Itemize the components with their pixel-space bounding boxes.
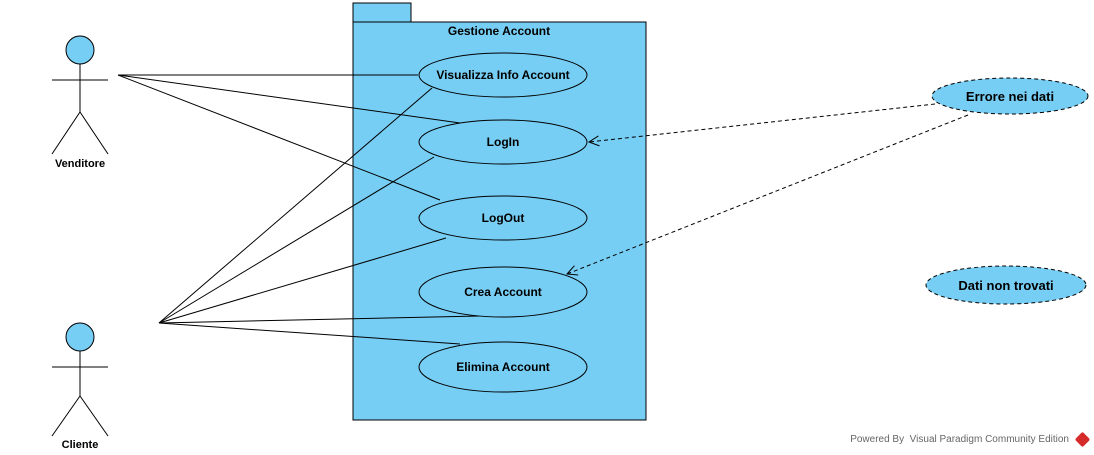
usecase-visualizza-info-account[interactable]: Visualizza Info Account [418,52,588,98]
usecase-label: Errore nei dati [966,89,1054,104]
association-cliente-visualizza[interactable] [158,87,433,324]
association-cliente-logout[interactable] [158,237,447,324]
actor-label: Venditore [55,158,105,170]
dependency-lines [567,103,969,274]
usecase-errore-nei-dati[interactable]: Errore nei dati [931,77,1089,115]
dependency-errore-crea[interactable] [567,114,969,274]
usecase-logout[interactable]: LogOut [418,195,588,241]
package-tab [352,2,412,23]
usecase-label: Dati non trovati [958,278,1053,293]
usecase-label: LogOut [482,211,525,225]
actor-head-icon [65,322,95,352]
actor-label: Cliente [62,439,99,451]
association-venditore-login[interactable] [117,74,461,124]
footer-text: Powered By Visual Paradigm Community Edi… [850,434,1069,445]
usecase-label: Elimina Account [456,360,550,374]
usecase-login[interactable]: LogIn [418,119,588,165]
visual-paradigm-logo-icon [1074,431,1091,448]
association-venditore-logout[interactable] [117,74,441,201]
usecase-label: Visualizza Info Account [436,68,569,82]
association-cliente-crea[interactable] [158,315,481,324]
actor-venditore[interactable]: Venditore [51,35,109,170]
association-lines [117,74,481,345]
actor-cliente[interactable]: Cliente [51,322,109,451]
association-cliente-elimina[interactable] [158,322,461,345]
usecase-elimina-account[interactable]: Elimina Account [418,341,588,393]
dependency-errore-login[interactable] [589,103,936,142]
usecase-label: Crea Account [464,285,542,299]
actor-head-icon [65,35,95,65]
usecase-label: LogIn [487,135,520,149]
association-cliente-login[interactable] [158,156,435,324]
usecase-crea-account[interactable]: Crea Account [418,266,588,318]
footer-credit: Powered By Visual Paradigm Community Edi… [850,431,1091,448]
package-title: Gestione Account [448,24,550,38]
usecase-dati-non-trovati[interactable]: Dati non trovati [925,265,1087,305]
